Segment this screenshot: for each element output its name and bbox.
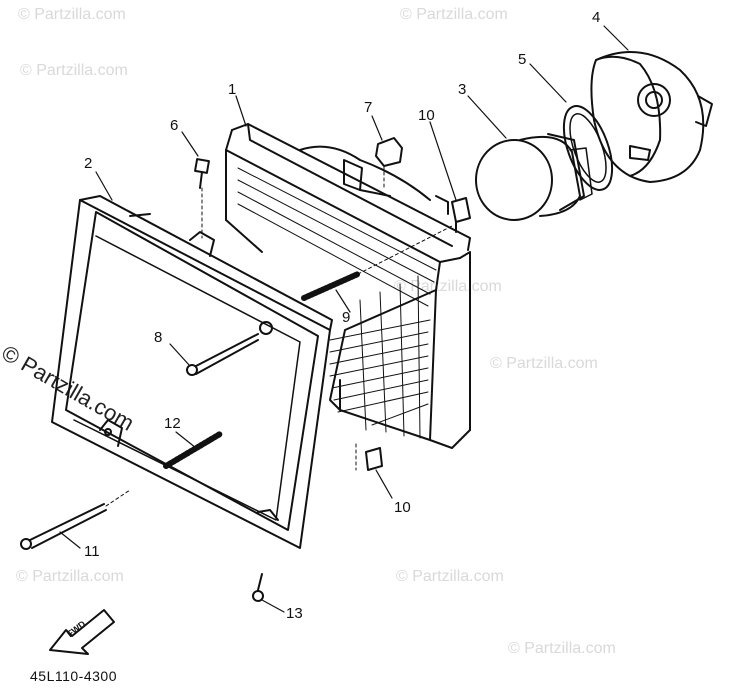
watermark: © Partzilla.com (394, 278, 502, 295)
headlight-rim (51, 195, 333, 549)
headlight-bulb (475, 133, 593, 221)
callout-11: 11 (84, 543, 100, 560)
screw-13 (252, 573, 264, 602)
callout-4: 4 (592, 9, 601, 26)
callout-5: 5 (518, 51, 527, 68)
watermark: © Partzilla.com (16, 568, 124, 585)
callout-2: 2 (84, 155, 93, 172)
screw-11 (20, 489, 131, 550)
callout-8: 8 (154, 329, 163, 346)
clip-10-bottom (355, 443, 383, 471)
socket-cover (590, 51, 713, 183)
watermark: © Partzilla.com (490, 355, 598, 372)
callout-6: 6 (170, 117, 179, 134)
screw-8 (186, 333, 259, 376)
diagram-code: 45L110-4300 (30, 668, 117, 684)
callout-10-bottom: 10 (394, 499, 411, 516)
callout-12: 12 (164, 415, 181, 432)
headlight-unit (225, 123, 471, 449)
bulb-holder (562, 105, 614, 191)
callout-3: 3 (458, 81, 467, 98)
nut-7 (375, 137, 403, 191)
watermark: © Partzilla.com (20, 62, 128, 79)
watermark: © Partzilla.com (396, 568, 504, 585)
watermark: © Partzilla.com (18, 6, 126, 23)
watermark: © Partzilla.com (400, 6, 508, 23)
callout-1: 1 (228, 81, 237, 98)
watermark: © Partzilla.com (508, 640, 616, 657)
callout-9: 9 (342, 309, 351, 326)
spring-12 (163, 431, 223, 469)
screw-6 (194, 158, 210, 239)
callout-13: 13 (286, 605, 303, 622)
callout-10-top: 10 (418, 107, 435, 124)
callout-7: 7 (364, 99, 373, 116)
clip-10-top (451, 197, 471, 233)
fwd-arrow (49, 609, 115, 655)
spring-9 (301, 225, 453, 301)
